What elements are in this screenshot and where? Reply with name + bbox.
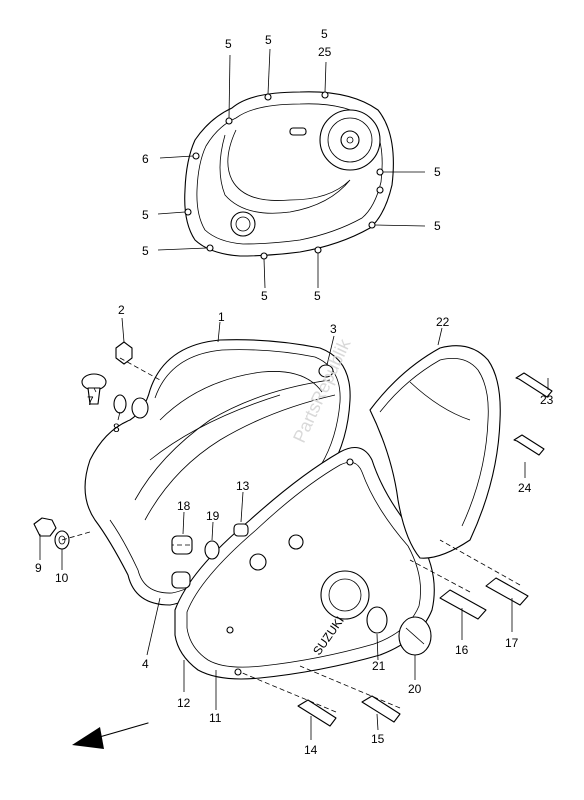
callout-18: 18 [177,499,191,513]
callout-5-b2: 5 [314,289,321,303]
callout-numbers: 5 5 5 25 6 5 5 5 5 5 5 1 2 3 22 7 8 23 2… [35,27,554,757]
callout-5-r2: 5 [434,219,441,233]
callout-20: 20 [408,682,422,696]
callout-23: 23 [540,393,554,407]
callout-1: 1 [218,310,225,324]
callout-6: 6 [142,152,149,166]
callout-5-l2: 5 [142,244,149,258]
callout-10: 10 [55,571,69,585]
callout-19: 19 [206,509,220,523]
callout-5-r1: 5 [434,165,441,179]
callout-11: 11 [209,711,222,725]
upper-leader-lines [157,48,426,289]
clutch-cover-gasket-upper [184,91,394,260]
callout-16: 16 [455,643,469,657]
crankcase-cover-left [84,339,351,606]
callout-3: 3 [330,322,337,336]
callout-5-a: 5 [225,37,232,51]
callout-15: 15 [371,732,385,746]
callout-4: 4 [142,657,149,671]
callout-5-b1: 5 [261,289,268,303]
callout-2: 2 [118,303,125,317]
callout-25: 25 [318,45,332,59]
callout-9: 9 [35,561,42,575]
callout-5-b: 5 [265,33,272,47]
callout-13: 13 [236,479,250,493]
callout-14: 14 [304,743,318,757]
callout-7: 7 [87,394,94,408]
callout-5-l1: 5 [142,208,149,222]
callout-8: 8 [113,421,120,435]
callout-22: 22 [436,315,450,329]
callout-21: 21 [372,659,386,673]
sprocket-cover [369,345,501,559]
callout-24: 24 [518,481,532,495]
callout-12: 12 [177,696,191,710]
callout-5-c: 5 [321,27,328,41]
alignment-lines [61,357,521,713]
lower-leader-lines [39,317,549,740]
front-direction-arrow [72,722,149,749]
callout-17: 17 [505,636,519,650]
